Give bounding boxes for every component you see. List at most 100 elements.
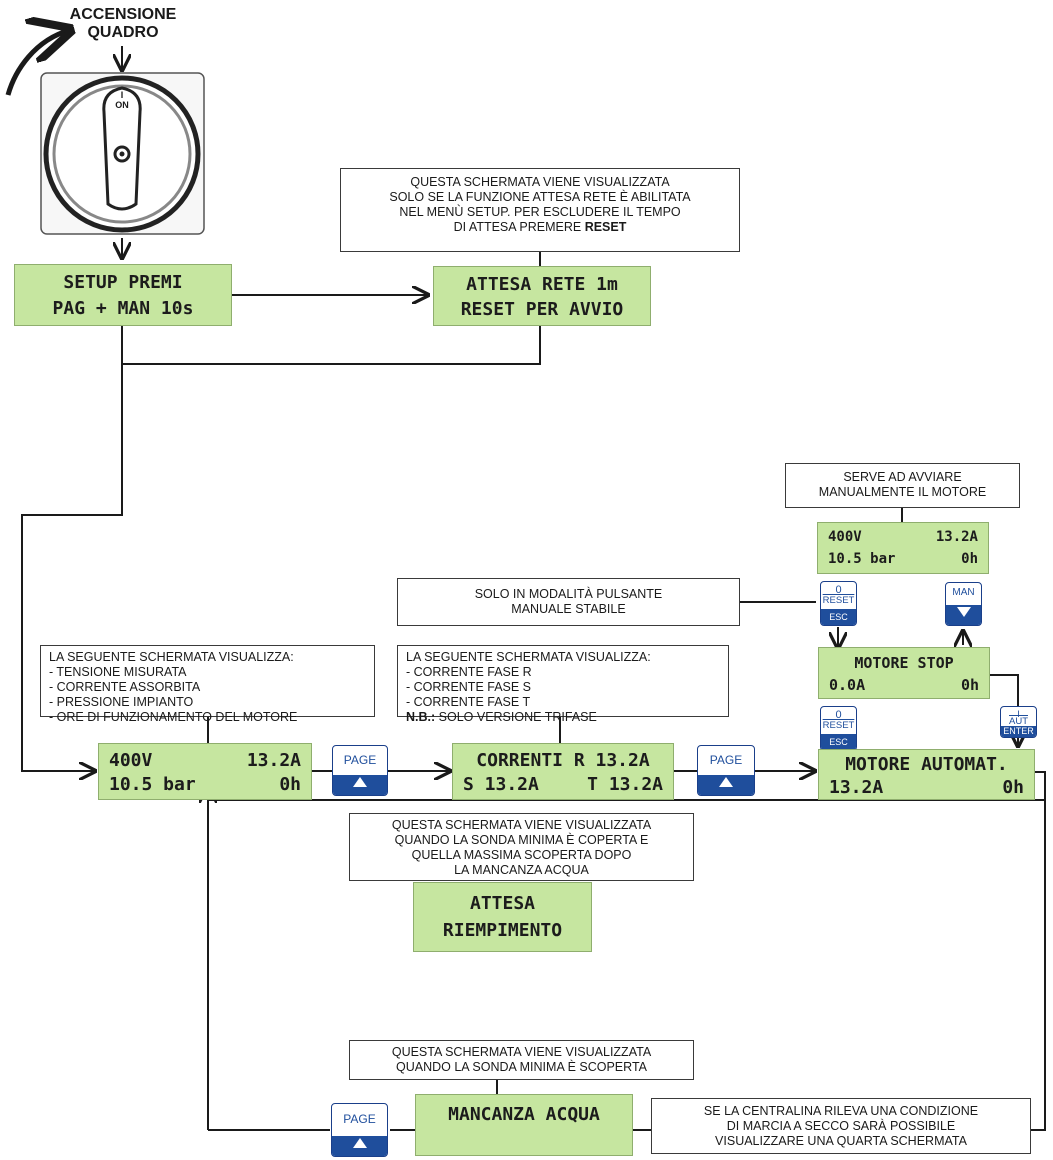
attesa-rete-line1: ATTESA RETE 1m	[466, 274, 618, 295]
motore-stop-screen: MOTORE STOP 0.0A 0h	[818, 647, 990, 699]
motore-stop-line1: MOTORE STOP	[854, 654, 954, 672]
page2-label: PAGE	[709, 753, 743, 767]
page-button-3[interactable]: PAGE	[331, 1103, 388, 1157]
motore-aut-l2-left: 13.2A	[829, 777, 884, 798]
main-l1-right: 13.2A	[246, 750, 301, 771]
switch-label-i: I	[120, 90, 124, 100]
man-key-label: MAN	[952, 587, 975, 598]
attesa-rete-screen: ATTESA RETE 1m RESET PER AVVIO	[433, 266, 651, 326]
manual-l2-left: 10.5 bar	[828, 551, 896, 567]
motore-stop-l2-left: 0.0A	[829, 676, 866, 694]
reset2-key-zero: 0	[835, 709, 842, 721]
main-switch[interactable]: I ON	[40, 72, 205, 235]
main-note-line3: - CORRENTE ASSORBITA	[49, 680, 201, 694]
attesa-rete-line2: RESET PER AVVIO	[460, 299, 624, 320]
secco-note-line3: VISUALIZZARE UNA QUARTA SCHERMATA	[715, 1134, 967, 1148]
aut-key-label: AUT	[1009, 716, 1028, 727]
correnti-note: LA SEGUENTE SCHERMATA VISUALIZZA: - CORR…	[397, 645, 729, 724]
serve-note-line2: MANUALMENTE IL MOTORE	[818, 485, 987, 499]
rotary-switch-icon	[40, 72, 205, 235]
reset2-key-label: RESET	[822, 720, 855, 731]
motore-aut-l2-right: 0h	[1002, 777, 1024, 798]
correnti-note-line1: LA SEGUENTE SCHERMATA VISUALIZZA:	[406, 650, 651, 664]
attesa-rete-note-line4: DI ATTESA PREMERE	[453, 220, 585, 234]
reset-esc-button-2[interactable]: 0 RESET ESC	[820, 706, 857, 751]
reset-key-label: RESET	[822, 595, 855, 606]
secco-note-line2: DI MARCIA A SECCO SARÀ POSSIBILE	[726, 1119, 956, 1133]
attesa-riemp-line2: RIEMPIMENTO	[442, 920, 563, 941]
correnti-note-line3: - CORRENTE FASE S	[406, 680, 532, 694]
arrow-up-icon	[352, 1138, 367, 1148]
mancanza-note-line2: QUANDO LA SONDA MINIMA È SCOPERTA	[396, 1060, 647, 1074]
main-l2-right: 0h	[279, 774, 301, 795]
mancanza-note-line1: QUESTA SCHERMATA VIENE VISUALIZZATA	[391, 1045, 652, 1059]
motore-stop-l2-right: 0h	[960, 676, 979, 694]
mancanza-acqua-screen: MANCANZA ACQUA	[415, 1094, 633, 1156]
main-note-line5: - ORE DI FUNZIONAMENTO DEL MOTORE	[49, 710, 298, 724]
main-note-line1: LA SEGUENTE SCHERMATA VISUALIZZA:	[49, 650, 294, 664]
mancanza-note: QUESTA SCHERMATA VIENE VISUALIZZATA QUAN…	[349, 1040, 694, 1080]
motore-automatico-screen: MOTORE AUTOMAT. 13.2A 0h	[818, 749, 1035, 800]
page3-label: PAGE	[343, 1112, 376, 1126]
arrow-up-icon	[353, 777, 367, 787]
aut-enter-button[interactable]: I AUT ENTER	[1000, 706, 1037, 738]
page1-label: PAGE	[343, 753, 377, 767]
main-screen-note: LA SEGUENTE SCHERMATA VISUALIZZA: - TENS…	[40, 645, 375, 724]
main-l1-left: 400V	[109, 750, 153, 771]
manual-l1-right: 13.2A	[935, 529, 978, 545]
power-on-title-line2: QUADRO	[87, 24, 159, 41]
pulsante-note-line2: MANUALE STABILE	[511, 602, 626, 616]
correnti-note-line2: - CORRENTE FASE R	[406, 665, 532, 679]
arrow-down-icon	[956, 607, 971, 617]
reset-key-zero: 0	[835, 584, 842, 596]
setup-line1: SETUP PREMI	[63, 272, 183, 293]
attesa-rete-note: QUESTA SCHERMATA VIENE VISUALIZZATA SOLO…	[340, 168, 740, 252]
correnti-note-line5: SOLO VERSIONE TRIFASE	[435, 710, 597, 724]
pulsante-note: SOLO IN MODALITÀ PULSANTE MANUALE STABIL…	[397, 578, 740, 626]
manual-l1-left: 400V	[828, 529, 862, 545]
arrow-up-icon	[719, 777, 733, 787]
aut-key-sub: ENTER	[1003, 726, 1034, 736]
main-note-line2: - TENSIONE MISURATA	[49, 665, 187, 679]
marcia-secco-note: SE LA CENTRALINA RILEVA UNA CONDIZIONE D…	[651, 1098, 1031, 1154]
setup-line2: PAG + MAN 10s	[52, 298, 194, 319]
riempimento-note: QUESTA SCHERMATA VIENE VISUALIZZATA QUAN…	[349, 813, 694, 881]
riempimento-note-line4: LA MANCANZA ACQUA	[454, 863, 589, 877]
riempimento-note-line2: QUANDO LA SONDA MINIMA È COPERTA E	[394, 833, 649, 847]
riempimento-note-line3: QUELLA MASSIMA SCOPERTA DOPO	[411, 848, 632, 862]
attesa-rete-note-line2: SOLO SE LA FUNZIONE ATTESA RETE È ABILIT…	[389, 190, 691, 204]
attesa-rete-note-line3: NEL MENÙ SETUP. PER ESCLUDERE IL TEMPO	[399, 205, 681, 219]
switch-on-label: I ON	[110, 90, 134, 110]
power-on-title-line1: ACCENSIONE	[69, 6, 177, 23]
pulsante-note-line1: SOLO IN MODALITÀ PULSANTE	[474, 587, 663, 601]
nb-label: N.B.:	[406, 710, 436, 724]
correnti-l2-right: T 13.2A	[587, 774, 663, 795]
reset-esc-button[interactable]: 0 RESET ESC	[820, 581, 857, 626]
manual-l2-right: 0h	[961, 551, 978, 567]
serve-note: SERVE AD AVVIARE MANUALMENTE IL MOTORE	[785, 463, 1020, 508]
attesa-riempimento-screen: ATTESA RIEMPIMENTO	[413, 882, 592, 952]
mancanza-line1: MANCANZA ACQUA	[448, 1104, 600, 1125]
manual-start-screen: 400V 13.2A 10.5 bar 0h	[817, 522, 989, 574]
reset-keyword: RESET	[584, 220, 627, 234]
page-button-1[interactable]: PAGE	[332, 745, 388, 796]
main-screen: 400V 13.2A 10.5 bar 0h	[98, 743, 312, 800]
switch-label-on: ON	[115, 100, 129, 110]
setup-screen: SETUP PREMI PAG + MAN 10s	[14, 264, 232, 326]
attesa-rete-note-line1: QUESTA SCHERMATA VIENE VISUALIZZATA	[410, 175, 670, 189]
reset-key-sub: ESC	[829, 612, 848, 622]
riempimento-note-line1: QUESTA SCHERMATA VIENE VISUALIZZATA	[391, 818, 652, 832]
correnti-line1: CORRENTI R 13.2A	[476, 750, 650, 771]
correnti-screen: CORRENTI R 13.2A S 13.2A T 13.2A	[452, 743, 674, 800]
serve-note-line1: SERVE AD AVVIARE	[843, 470, 962, 484]
main-l2-left: 10.5 bar	[109, 774, 196, 795]
motore-aut-line1: MOTORE AUTOMAT.	[845, 754, 1008, 775]
correnti-l2-left: S 13.2A	[463, 774, 539, 795]
reset2-key-sub: ESC	[829, 737, 848, 747]
aut-key-i: I	[1017, 709, 1020, 719]
main-note-line4: - PRESSIONE IMPIANTO	[49, 695, 194, 709]
correnti-note-line4: - CORRENTE FASE T	[406, 695, 531, 709]
man-button[interactable]: MAN	[945, 582, 982, 626]
page-button-2[interactable]: PAGE	[697, 745, 755, 796]
secco-note-line1: SE LA CENTRALINA RILEVA UNA CONDIZIONE	[703, 1104, 979, 1118]
